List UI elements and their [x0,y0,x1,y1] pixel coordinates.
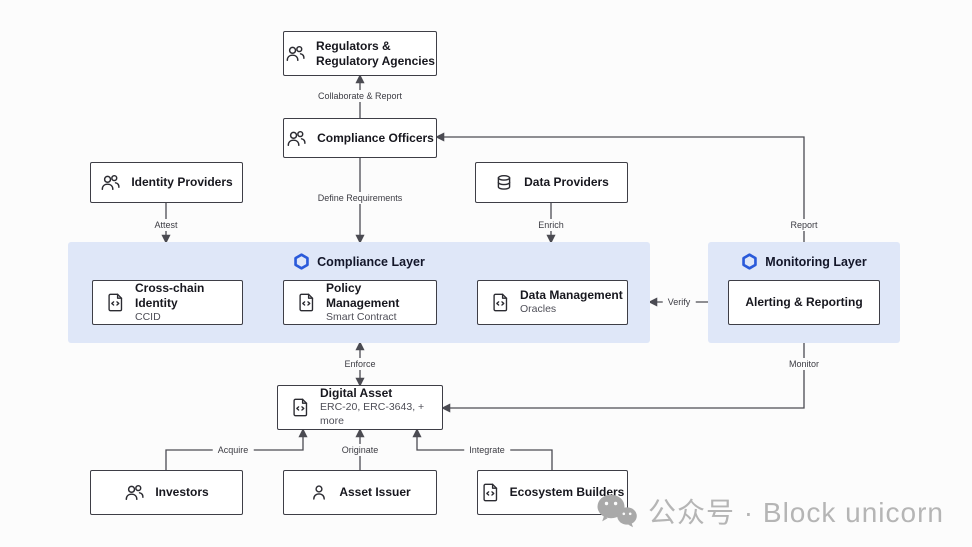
wechat-icon [596,493,638,529]
node-regulators: Regulators & Regulatory Agencies [283,31,437,76]
monitoring-layer-header: Monitoring Layer [708,253,900,270]
edge-label-verify: Verify [662,296,696,308]
compliance-layer-title: Compliance Layer [317,254,425,269]
node-label: Data Providers [524,175,609,189]
node-subtitle: Oracles [520,303,557,316]
node-subtitle: ERC-20, ERC-3643, + more [320,401,425,427]
node-data-management: Data Management Oracles [477,280,628,325]
compliance-layer-header: Compliance Layer [68,253,650,270]
node-cross-chain-identity: Cross-chain Identity CCID [92,280,243,325]
document-code-icon [297,292,316,313]
edge-label-monitor: Monitor [783,358,825,370]
node-policy-management: Policy Management Smart Contract [283,280,437,325]
hexagon-icon [293,253,310,270]
node-data-providers: Data Providers [475,162,628,203]
users-icon [286,129,307,148]
monitoring-layer-title: Monitoring Layer [765,254,867,269]
users-icon [124,483,145,502]
node-label: Data Management [520,288,623,303]
node-label: Alerting & Reporting [745,295,863,309]
node-label: Asset Issuer [339,485,411,499]
node-alerting-reporting: Alerting & Reporting [728,280,880,325]
document-code-icon [481,482,500,503]
users-icon [285,44,306,63]
edge-label-report: Report [785,219,823,231]
node-identity-providers: Identity Providers [90,162,243,203]
node-digital-asset: Digital Asset ERC-20, ERC-3643, + more [277,385,443,430]
node-label: Policy Management [326,280,400,310]
edge-label-integrate: Integrate [464,444,510,456]
document-code-icon [106,292,125,313]
edge-label-enrich: Enrich [533,219,569,231]
edge-label-attest: Attest [149,219,183,231]
document-code-icon [291,397,310,418]
document-code-icon [491,292,510,313]
node-label: Investors [155,485,209,499]
node-subtitle: Smart Contract [326,310,397,323]
database-icon [494,173,514,192]
node-label: Identity Providers [131,175,233,189]
node-label: Digital Asset [320,386,393,401]
node-compliance-officers: Compliance Officers [283,118,437,158]
watermark-text: 公众号 · Block unicorn [648,497,944,528]
users-icon [100,173,121,192]
hexagon-icon [741,253,758,270]
node-asset-issuer: Asset Issuer [283,470,437,515]
edge-label-acquire: Acquire [212,444,254,456]
edge-label-collaborate-report: Collaborate & Report [312,90,408,102]
node-subtitle: CCID [135,310,161,323]
node-investors: Investors [90,470,243,515]
edge-label-enforce: Enforce [339,358,381,370]
node-label: Cross-chain Identity [135,280,205,310]
edge-label-originate: Originate [336,444,384,456]
node-label: Compliance Officers [317,130,434,145]
user-icon [309,483,329,502]
edge-label-define-requirements: Define Requirements [312,192,408,204]
node-label: Regulators & Regulatory Agencies [316,38,435,68]
watermark: 公众号 · Block unicorn [596,491,944,531]
